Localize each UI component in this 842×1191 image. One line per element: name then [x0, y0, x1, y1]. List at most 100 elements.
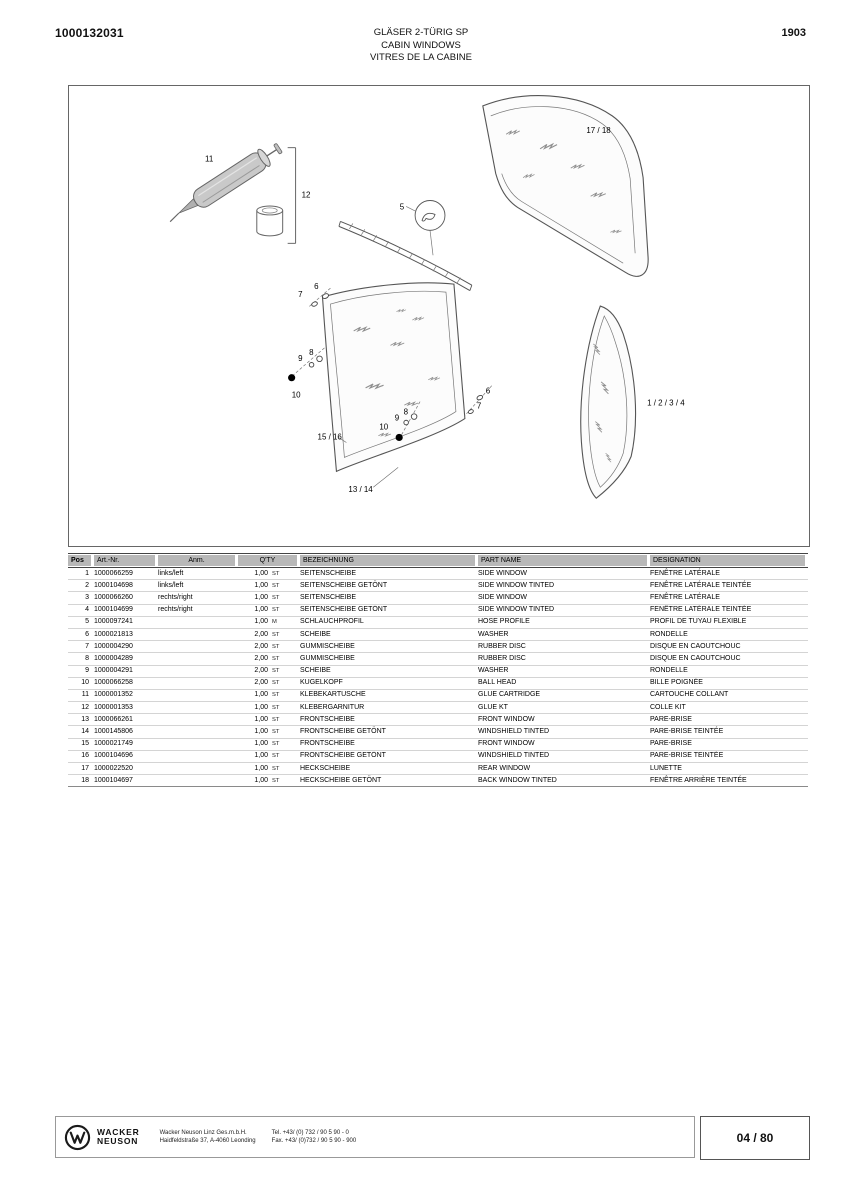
parts-diagram: 11 12 5 17 / 18 1 / 2 / 3 / 4 13 / 14 15…	[68, 85, 810, 547]
cell-anm	[158, 616, 238, 629]
cell-anm	[158, 738, 238, 751]
cell-art-nr: 1000001352	[94, 689, 158, 703]
footer: WACKER NEUSON Wacker Neuson Linz Ges.m.b…	[55, 1116, 695, 1158]
brand-name: WACKER NEUSON	[97, 1126, 140, 1147]
cell-anm	[158, 640, 238, 654]
cell-art-nr: 1000004290	[94, 640, 158, 654]
cell-art-nr: 1000004291	[94, 665, 158, 678]
cell-pos: 17	[68, 762, 94, 776]
cell-pos: 14	[68, 725, 94, 739]
hose-profile-detail-circle	[405, 200, 446, 256]
cell-anm	[158, 701, 238, 715]
fax-number: Fax. +43/ (0)732 / 90 5 90 - 900	[271, 1138, 357, 1144]
brand-line-1: WACKER	[97, 1126, 140, 1137]
parts-diagram-svg: 11 12 5 17 / 18 1 / 2 / 3 / 4 13 / 14 15…	[169, 95, 685, 499]
column-header-designation: DESIGNATION	[650, 555, 805, 566]
cell-designation: PARE-BRISE TEINTÉE	[650, 725, 808, 739]
wacker-neuson-logo	[64, 1124, 91, 1150]
cell-designation: COLLE KIT	[650, 701, 808, 715]
callout-10: 10	[292, 391, 301, 400]
cell-part-name: BACK WINDOW TINTED	[478, 774, 650, 788]
table-header-row: Pos Art.-Nr. Anm. Q'TY BEZEICHNUNG PART …	[68, 553, 808, 568]
cell-anm	[158, 774, 238, 788]
cell-anm	[158, 628, 238, 642]
callout-13-14: 13 / 14	[348, 485, 373, 494]
washer-and-disc-shapes	[308, 293, 484, 426]
cell-art-nr: 1000145806	[94, 725, 158, 739]
cell-art-nr: 1000066260	[94, 591, 158, 605]
cell-anm: rechts/right	[158, 591, 238, 605]
cell-art-nr: 1000097241	[94, 616, 158, 629]
cell-art-nr: 1000001353	[94, 701, 158, 715]
cell-anm: links/left	[158, 579, 238, 593]
cell-bezeichnung: SCHEIBE	[300, 665, 478, 678]
page-number-box: 04 / 80	[700, 1116, 810, 1160]
glue-cartridge-gun-shape	[169, 143, 283, 223]
callout-8: 8	[309, 348, 314, 357]
cell-pos: 13	[68, 713, 94, 727]
cell-bezeichnung: HECKSCHEIBE	[300, 762, 478, 776]
document-number: 1000132031	[55, 26, 124, 40]
cell-bezeichnung: SCHEIBE	[300, 628, 478, 642]
cell-art-nr: 1000066258	[94, 677, 158, 690]
cell-bezeichnung: FRONTSCHEIBE GETÖNT	[300, 725, 478, 739]
cell-bezeichnung: SEITENSCHEIBE GETÖNT	[300, 579, 478, 593]
cell-art-nr: 1000104696	[94, 750, 158, 764]
cell-pos: 2	[68, 579, 94, 593]
cell-bezeichnung: SEITENSCHEIBE GETÖNT	[300, 604, 478, 617]
cell-part-name: GLUE KT	[478, 701, 650, 715]
rear-window-shape	[482, 95, 649, 277]
cell-bezeichnung: HECKSCHEIBE GETÖNT	[300, 774, 478, 788]
title-german: GLÄSER 2-TÜRIG SP	[373, 27, 469, 38]
cell-bezeichnung: KUGELKOPF	[300, 677, 478, 690]
leader-lines	[293, 287, 493, 436]
callout-11: 11	[205, 155, 214, 164]
cell-art-nr: 1000066261	[94, 713, 158, 727]
cell-art-nr: 1000104698	[94, 579, 158, 593]
cell-bezeichnung: KLEBEKARTUSCHE	[300, 689, 478, 703]
callout-7: 7	[298, 290, 303, 299]
address-line-2: Haidfeldstraße 37, A-4060 Leonding	[159, 1138, 256, 1144]
cell-anm: links/left	[158, 567, 238, 581]
ball-head-shapes	[288, 374, 403, 442]
cell-art-nr: 1000104697	[94, 774, 158, 788]
cell-anm	[158, 652, 238, 666]
footer-address: Wacker Neuson Linz Ges.m.b.H. Haidfeldst…	[160, 1129, 256, 1145]
cell-anm	[158, 750, 238, 764]
callout-10b: 10	[379, 423, 388, 432]
cell-part-name: REAR WINDOW	[478, 762, 650, 776]
cell-pos: 11	[68, 689, 94, 703]
cell-art-nr: 1000022520	[94, 762, 158, 776]
cell-anm	[158, 713, 238, 727]
cell-pos: 6	[68, 628, 94, 642]
cell-designation: RONDELLE	[650, 628, 808, 642]
cell-part-name: SIDE WINDOW	[478, 567, 650, 581]
cell-designation: PARE-BRISE TEINTÉE	[650, 750, 808, 764]
cell-bezeichnung: GUMMISCHEIBE	[300, 640, 478, 654]
column-header-art-nr: Art.-Nr.	[94, 555, 155, 566]
cell-anm	[158, 762, 238, 776]
parts-table: Pos Art.-Nr. Anm. Q'TY BEZEICHNUNG PART …	[68, 553, 808, 788]
cell-designation: DISQUE EN CAOUTCHOUC	[650, 652, 808, 666]
label-leader-lines	[338, 437, 399, 488]
callout-7b: 7	[477, 402, 482, 411]
cell-designation: FENÊTRE LATÉRALE TEINTÉE	[650, 604, 808, 617]
cell-art-nr: 1000104699	[94, 604, 158, 617]
cell-part-name: SIDE WINDOW	[478, 591, 650, 605]
hose-profile-shape	[338, 220, 473, 292]
cell-designation: FENÊTRE ARRIÈRE TEINTÉE	[650, 774, 808, 788]
callout-6: 6	[314, 282, 319, 291]
